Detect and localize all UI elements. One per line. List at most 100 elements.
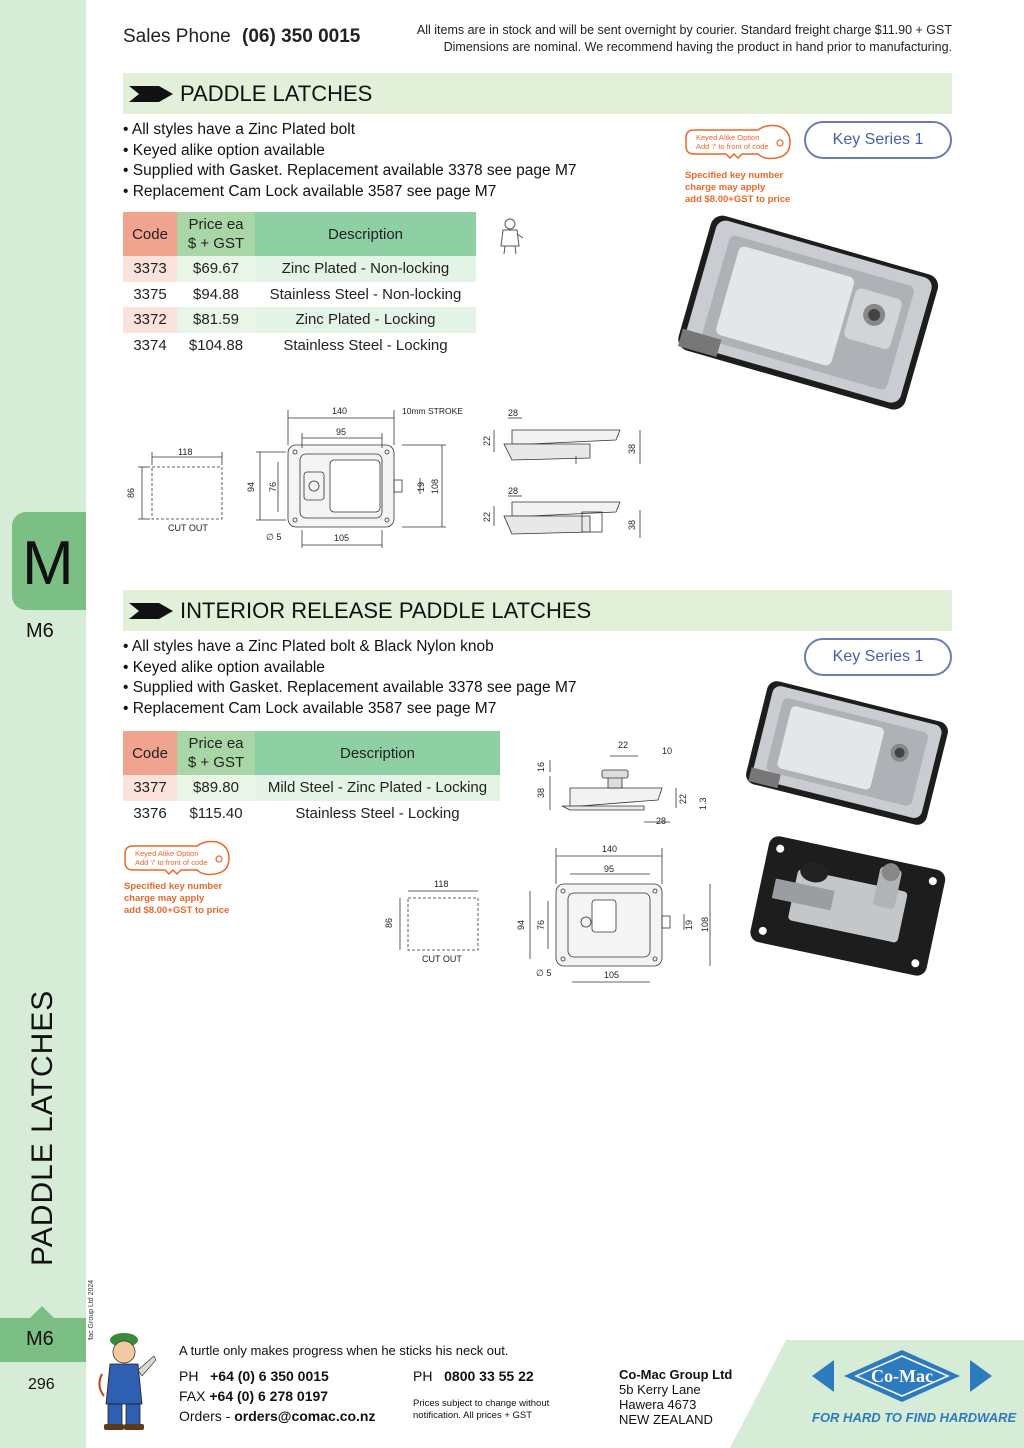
comac-logo[interactable]: Co-Mac <box>812 1346 992 1406</box>
dim-label: 22 <box>618 740 628 750</box>
technical-drawing-2: 22 10 16 38 22 1.3 28 118 86 CUT OUT 140… <box>384 740 711 983</box>
address-line: Hawera 4673 <box>619 1397 697 1412</box>
paddle-latch-photo <box>677 215 939 410</box>
dim-label: 38 <box>627 444 637 454</box>
product-code: 3377 <box>123 775 177 801</box>
header-note-line: All items are in stock and will be sent … <box>416 23 952 37</box>
description-header: Description <box>255 212 476 256</box>
dim-label: 22 <box>678 794 688 804</box>
sales-phone-number[interactable]: (06) 350 0015 <box>242 26 361 47</box>
price-header: Price ea$ + GST <box>177 212 255 256</box>
dim-label: 38 <box>627 520 637 530</box>
dim-label: 28 <box>508 408 518 418</box>
keyed-note-line: Specified key number <box>685 170 784 181</box>
product-code: 3376 <box>123 800 177 826</box>
sidebar <box>0 0 86 1448</box>
dim-label: 105 <box>334 533 349 543</box>
section-heading-paddle-latches: PADDLE LATCHES <box>123 73 952 114</box>
key-icon: Keyed Alike Option Add '/' to front of c… <box>124 840 230 876</box>
key-text: Add '/' to front of code <box>696 142 769 151</box>
address-line: 5b Kerry Lane <box>619 1382 701 1397</box>
keyed-note-line: add $8.00+GST to price <box>124 905 230 916</box>
dim-label: 1.3 <box>698 797 708 810</box>
key-series-badge[interactable]: Key Series 1 <box>804 121 952 159</box>
feature-item: Replacement Cam Lock available 3587 see … <box>123 182 576 203</box>
dim-label: 118 <box>178 447 192 457</box>
feature-item: Supplied with Gasket. Replacement availa… <box>123 161 577 182</box>
disclaimer-line: Prices subject to change without <box>413 1398 550 1409</box>
key-text: Add '/' to front of code <box>135 858 208 867</box>
disclaimer-line: notification. All prices + GST <box>413 1410 533 1421</box>
feature-item: Keyed alike option available <box>123 141 576 162</box>
footer-fax: FAX +64 (0) 6 278 0197 <box>179 1388 328 1404</box>
dim-label: 76 <box>536 920 546 930</box>
section-tab-m[interactable]: M <box>12 512 86 610</box>
header-note-line: Dimensions are nominal. We recommend hav… <box>443 40 952 54</box>
product-description: Zinc Plated - Locking <box>255 307 476 333</box>
price-header: Price ea$ + GST <box>177 731 255 775</box>
company-name: Co-Mac Group Ltd <box>619 1367 733 1382</box>
product-price: $104.88 <box>177 332 255 358</box>
code-header: Code <box>123 212 177 256</box>
product-description: Stainless Steel - Locking <box>255 332 476 358</box>
code-header: Code <box>123 731 177 775</box>
company-address: Co-Mac Group Ltd 5b Kerry Lane Hawera 46… <box>619 1367 732 1427</box>
dim-label: 16 <box>536 762 546 772</box>
product-description: Zinc Plated - Non-locking <box>255 256 476 282</box>
footer-phone: PH +64 (0) 6 350 0015 <box>179 1368 329 1384</box>
product-description: Stainless Steel - Non-locking <box>255 281 476 307</box>
dim-label: 118 <box>434 879 448 889</box>
product-description: Stainless Steel - Locking <box>255 800 500 826</box>
dim-label: 105 <box>604 970 619 980</box>
vertical-category-title: PADDLE LATCHES <box>26 989 59 1266</box>
key-series-badge[interactable]: Key Series 1 <box>804 638 952 676</box>
address-line: NEW ZEALAND <box>619 1412 713 1427</box>
fax-number[interactable]: +64 (0) 6 278 0197 <box>209 1388 329 1404</box>
orders-label: Orders - <box>179 1408 231 1424</box>
product-code: 3372 <box>123 307 177 333</box>
dim-label: 95 <box>604 864 614 874</box>
key-text: Keyed Alike Option <box>696 133 759 142</box>
cutout-label: CUT OUT <box>168 523 208 533</box>
freephone-number[interactable]: 0800 33 55 22 <box>444 1368 534 1384</box>
phone-number[interactable]: +64 (0) 6 350 0015 <box>210 1368 329 1384</box>
product-code: 3374 <box>123 332 177 358</box>
interior-latch-photo-back <box>750 836 946 976</box>
technical-drawing-1: 118 86 CUT OUT 140 95 10mm STROKE 94 76 … <box>126 406 641 548</box>
dim-label: 140 <box>332 406 347 416</box>
ph-label: PH <box>413 1368 433 1384</box>
page-number: 296 <box>28 1376 55 1393</box>
dim-label: 19 <box>416 482 426 492</box>
keyed-note-line: charge may apply <box>685 182 766 193</box>
dim-label: 38 <box>536 788 546 798</box>
product-price: $94.88 <box>177 281 255 307</box>
dim-label: 76 <box>268 482 278 492</box>
arrow-icon <box>129 603 173 619</box>
dim-label: ∅ 5 <box>266 532 281 542</box>
logo-text: Co-Mac <box>871 1366 933 1386</box>
price-header-line: $ + GST <box>187 754 245 771</box>
product-price: $81.59 <box>177 307 255 333</box>
dim-label: ∅ 5 <box>536 968 551 978</box>
arrow-icon <box>129 86 173 102</box>
feature-item: Keyed alike option available <box>123 658 576 679</box>
product-price: $69.67 <box>177 256 255 282</box>
footer-freephone: PH 0800 33 55 22 <box>413 1368 534 1384</box>
dim-label: 28 <box>508 486 518 496</box>
footer-orders: Orders - orders@comac.co.nz <box>179 1408 376 1424</box>
page-code-bottom: M6 <box>26 1328 54 1350</box>
mascot-small-icon <box>500 218 524 255</box>
orders-email-link[interactable]: orders@comac.co.nz <box>234 1408 376 1424</box>
tagline: FOR HARD TO FIND HARDWARE <box>812 1410 1017 1425</box>
dim-label: 10 <box>662 746 672 756</box>
sales-label: Sales Phone <box>123 26 231 47</box>
section-letter: M <box>22 529 74 598</box>
section-heading-interior-release: INTERIOR RELEASE PADDLE LATCHES <box>123 590 952 631</box>
footer-motto: A turtle only makes progress when he sti… <box>179 1343 509 1358</box>
